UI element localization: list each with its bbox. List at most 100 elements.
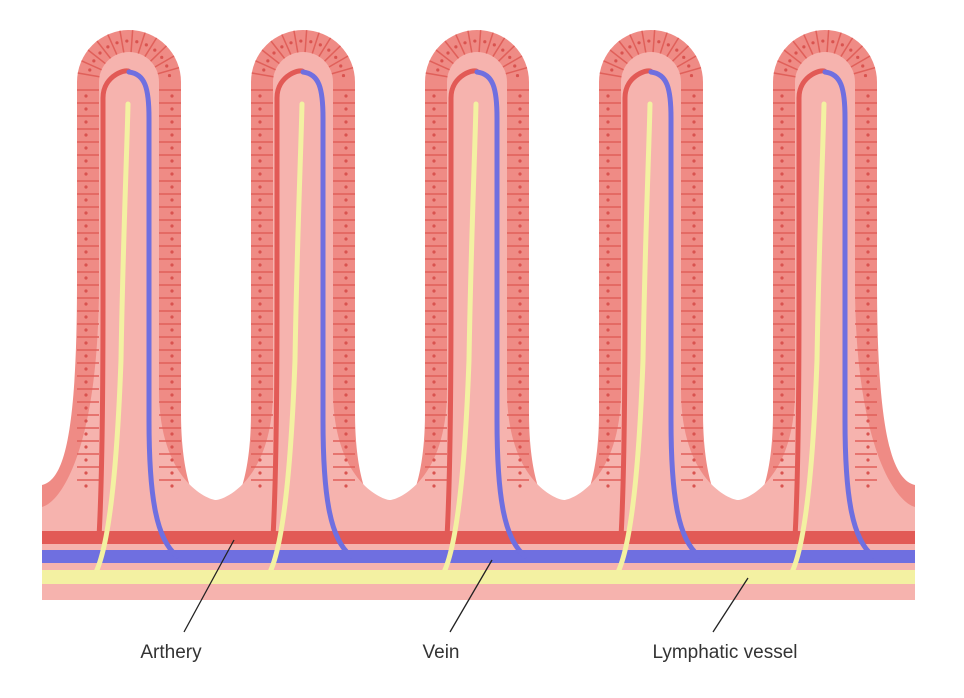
- cell-nucleus: [692, 198, 696, 202]
- cell-divider: [251, 72, 274, 78]
- cell-nucleus: [344, 172, 348, 176]
- cell-nucleus: [866, 172, 870, 176]
- cell-nucleus: [153, 48, 157, 52]
- cell-nucleus: [258, 484, 262, 488]
- cell-nucleus: [84, 289, 88, 293]
- cell-nucleus: [432, 484, 436, 488]
- cell-nucleus: [344, 120, 348, 124]
- cell-nucleus: [606, 484, 610, 488]
- lymph-leader: [712, 577, 749, 633]
- cell-nucleus: [432, 107, 436, 111]
- cell-nucleus: [606, 289, 610, 293]
- cell-nucleus: [440, 59, 444, 63]
- cell-nucleus: [344, 133, 348, 137]
- cell-nucleus: [692, 159, 696, 163]
- cell-nucleus: [84, 120, 88, 124]
- cell-nucleus: [84, 185, 88, 189]
- cell-nucleus: [518, 445, 522, 449]
- cell-nucleus: [682, 55, 686, 59]
- cell-nucleus: [258, 107, 262, 111]
- cell-nucleus: [432, 94, 436, 98]
- cell-nucleus: [170, 419, 174, 423]
- cell-nucleus: [432, 211, 436, 215]
- cell-divider: [293, 30, 299, 53]
- cell-nucleus: [432, 328, 436, 332]
- cell-nucleus: [165, 64, 169, 68]
- cell-nucleus: [780, 354, 784, 358]
- cell-nucleus: [318, 43, 322, 47]
- cell-nucleus: [258, 146, 262, 150]
- lymphatic-vessel-label: Lymphatic vessel: [652, 642, 797, 663]
- cell-nucleus: [692, 458, 696, 462]
- cell-nucleus: [432, 198, 436, 202]
- cell-nucleus: [258, 211, 262, 215]
- cell-nucleus: [780, 120, 784, 124]
- cell-nucleus: [780, 315, 784, 319]
- cell-nucleus: [170, 146, 174, 150]
- cell-nucleus: [866, 211, 870, 215]
- cell-nucleus: [831, 40, 835, 44]
- cell-nucleus: [692, 393, 696, 397]
- cell-nucleus: [88, 68, 92, 72]
- cell-divider: [485, 32, 494, 54]
- cell-divider: [144, 37, 158, 57]
- cell-nucleus: [258, 367, 262, 371]
- cell-nucleus: [258, 445, 262, 449]
- cell-nucleus: [784, 68, 788, 72]
- cell-nucleus: [692, 471, 696, 475]
- cell-nucleus: [606, 354, 610, 358]
- cell-nucleus: [692, 185, 696, 189]
- leader-lines: [183, 539, 749, 633]
- cell-nucleus: [866, 159, 870, 163]
- cell-divider: [659, 32, 668, 54]
- cell-nucleus: [432, 237, 436, 241]
- cell-nucleus: [344, 445, 348, 449]
- villus-artery: [444, 68, 480, 540]
- cell-nucleus: [692, 224, 696, 228]
- cell-nucleus: [788, 59, 792, 63]
- cell-nucleus: [483, 40, 487, 44]
- cell-nucleus: [780, 185, 784, 189]
- cell-nucleus: [170, 367, 174, 371]
- cell-nucleus: [518, 133, 522, 137]
- cell-nucleus: [866, 263, 870, 267]
- cell-nucleus: [84, 471, 88, 475]
- cell-nucleus: [692, 237, 696, 241]
- cell-nucleus: [170, 315, 174, 319]
- cell-nucleus: [780, 159, 784, 163]
- cell-divider: [150, 45, 167, 62]
- cell-nucleus: [170, 484, 174, 488]
- cell-nucleus: [344, 367, 348, 371]
- cell-nucleus: [258, 406, 262, 410]
- cell-divider: [815, 30, 821, 53]
- cell-nucleus: [125, 39, 129, 43]
- cell-nucleus: [692, 172, 696, 176]
- cell-nucleus: [432, 185, 436, 189]
- cell-nucleus: [170, 224, 174, 228]
- artery-band: [42, 531, 915, 544]
- cell-nucleus: [666, 43, 670, 47]
- cell-nucleus: [258, 250, 262, 254]
- cell-divider: [850, 55, 871, 68]
- cell-nucleus: [170, 133, 174, 137]
- cell-nucleus: [606, 458, 610, 462]
- cell-nucleus: [84, 107, 88, 111]
- cell-nucleus: [606, 393, 610, 397]
- cell-nucleus: [856, 55, 860, 59]
- cell-nucleus: [866, 354, 870, 358]
- cell-nucleus: [606, 406, 610, 410]
- cell-nucleus: [454, 45, 458, 49]
- cell-divider: [666, 37, 680, 57]
- cell-nucleus: [692, 328, 696, 332]
- cell-divider: [478, 30, 482, 53]
- cell-nucleus: [84, 198, 88, 202]
- cell-nucleus: [866, 133, 870, 137]
- cell-nucleus: [84, 211, 88, 215]
- cell-nucleus: [170, 250, 174, 254]
- cell-nucleus: [866, 432, 870, 436]
- cell-nucleus: [606, 445, 610, 449]
- cell-nucleus: [606, 315, 610, 319]
- cell-nucleus: [258, 328, 262, 332]
- cell-nucleus: [794, 51, 798, 55]
- cell-nucleus: [518, 237, 522, 241]
